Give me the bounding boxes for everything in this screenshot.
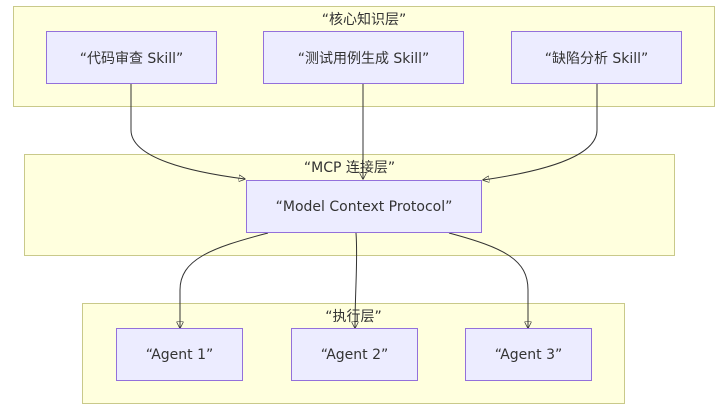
cluster-mcp-layer-label: “MCP 连接层”	[303, 160, 396, 176]
node-agent-1[interactable]: “Agent 1”	[116, 328, 243, 381]
cluster-knowledge-layer-label: “核心知识层”	[321, 12, 407, 28]
node-agent-2[interactable]: “Agent 2”	[291, 328, 418, 381]
cluster-execution-layer-label: “执行层”	[325, 309, 382, 325]
node-agent-3[interactable]: “Agent 3”	[465, 328, 592, 381]
node-code-review-skill[interactable]: “代码审查 Skill”	[46, 31, 217, 84]
node-test-case-generation-skill[interactable]: “测试用例生成 Skill”	[263, 31, 464, 84]
node-model-context-protocol[interactable]: “Model Context Protocol”	[246, 180, 482, 233]
node-defect-analysis-skill[interactable]: “缺陷分析 Skill”	[511, 31, 682, 84]
